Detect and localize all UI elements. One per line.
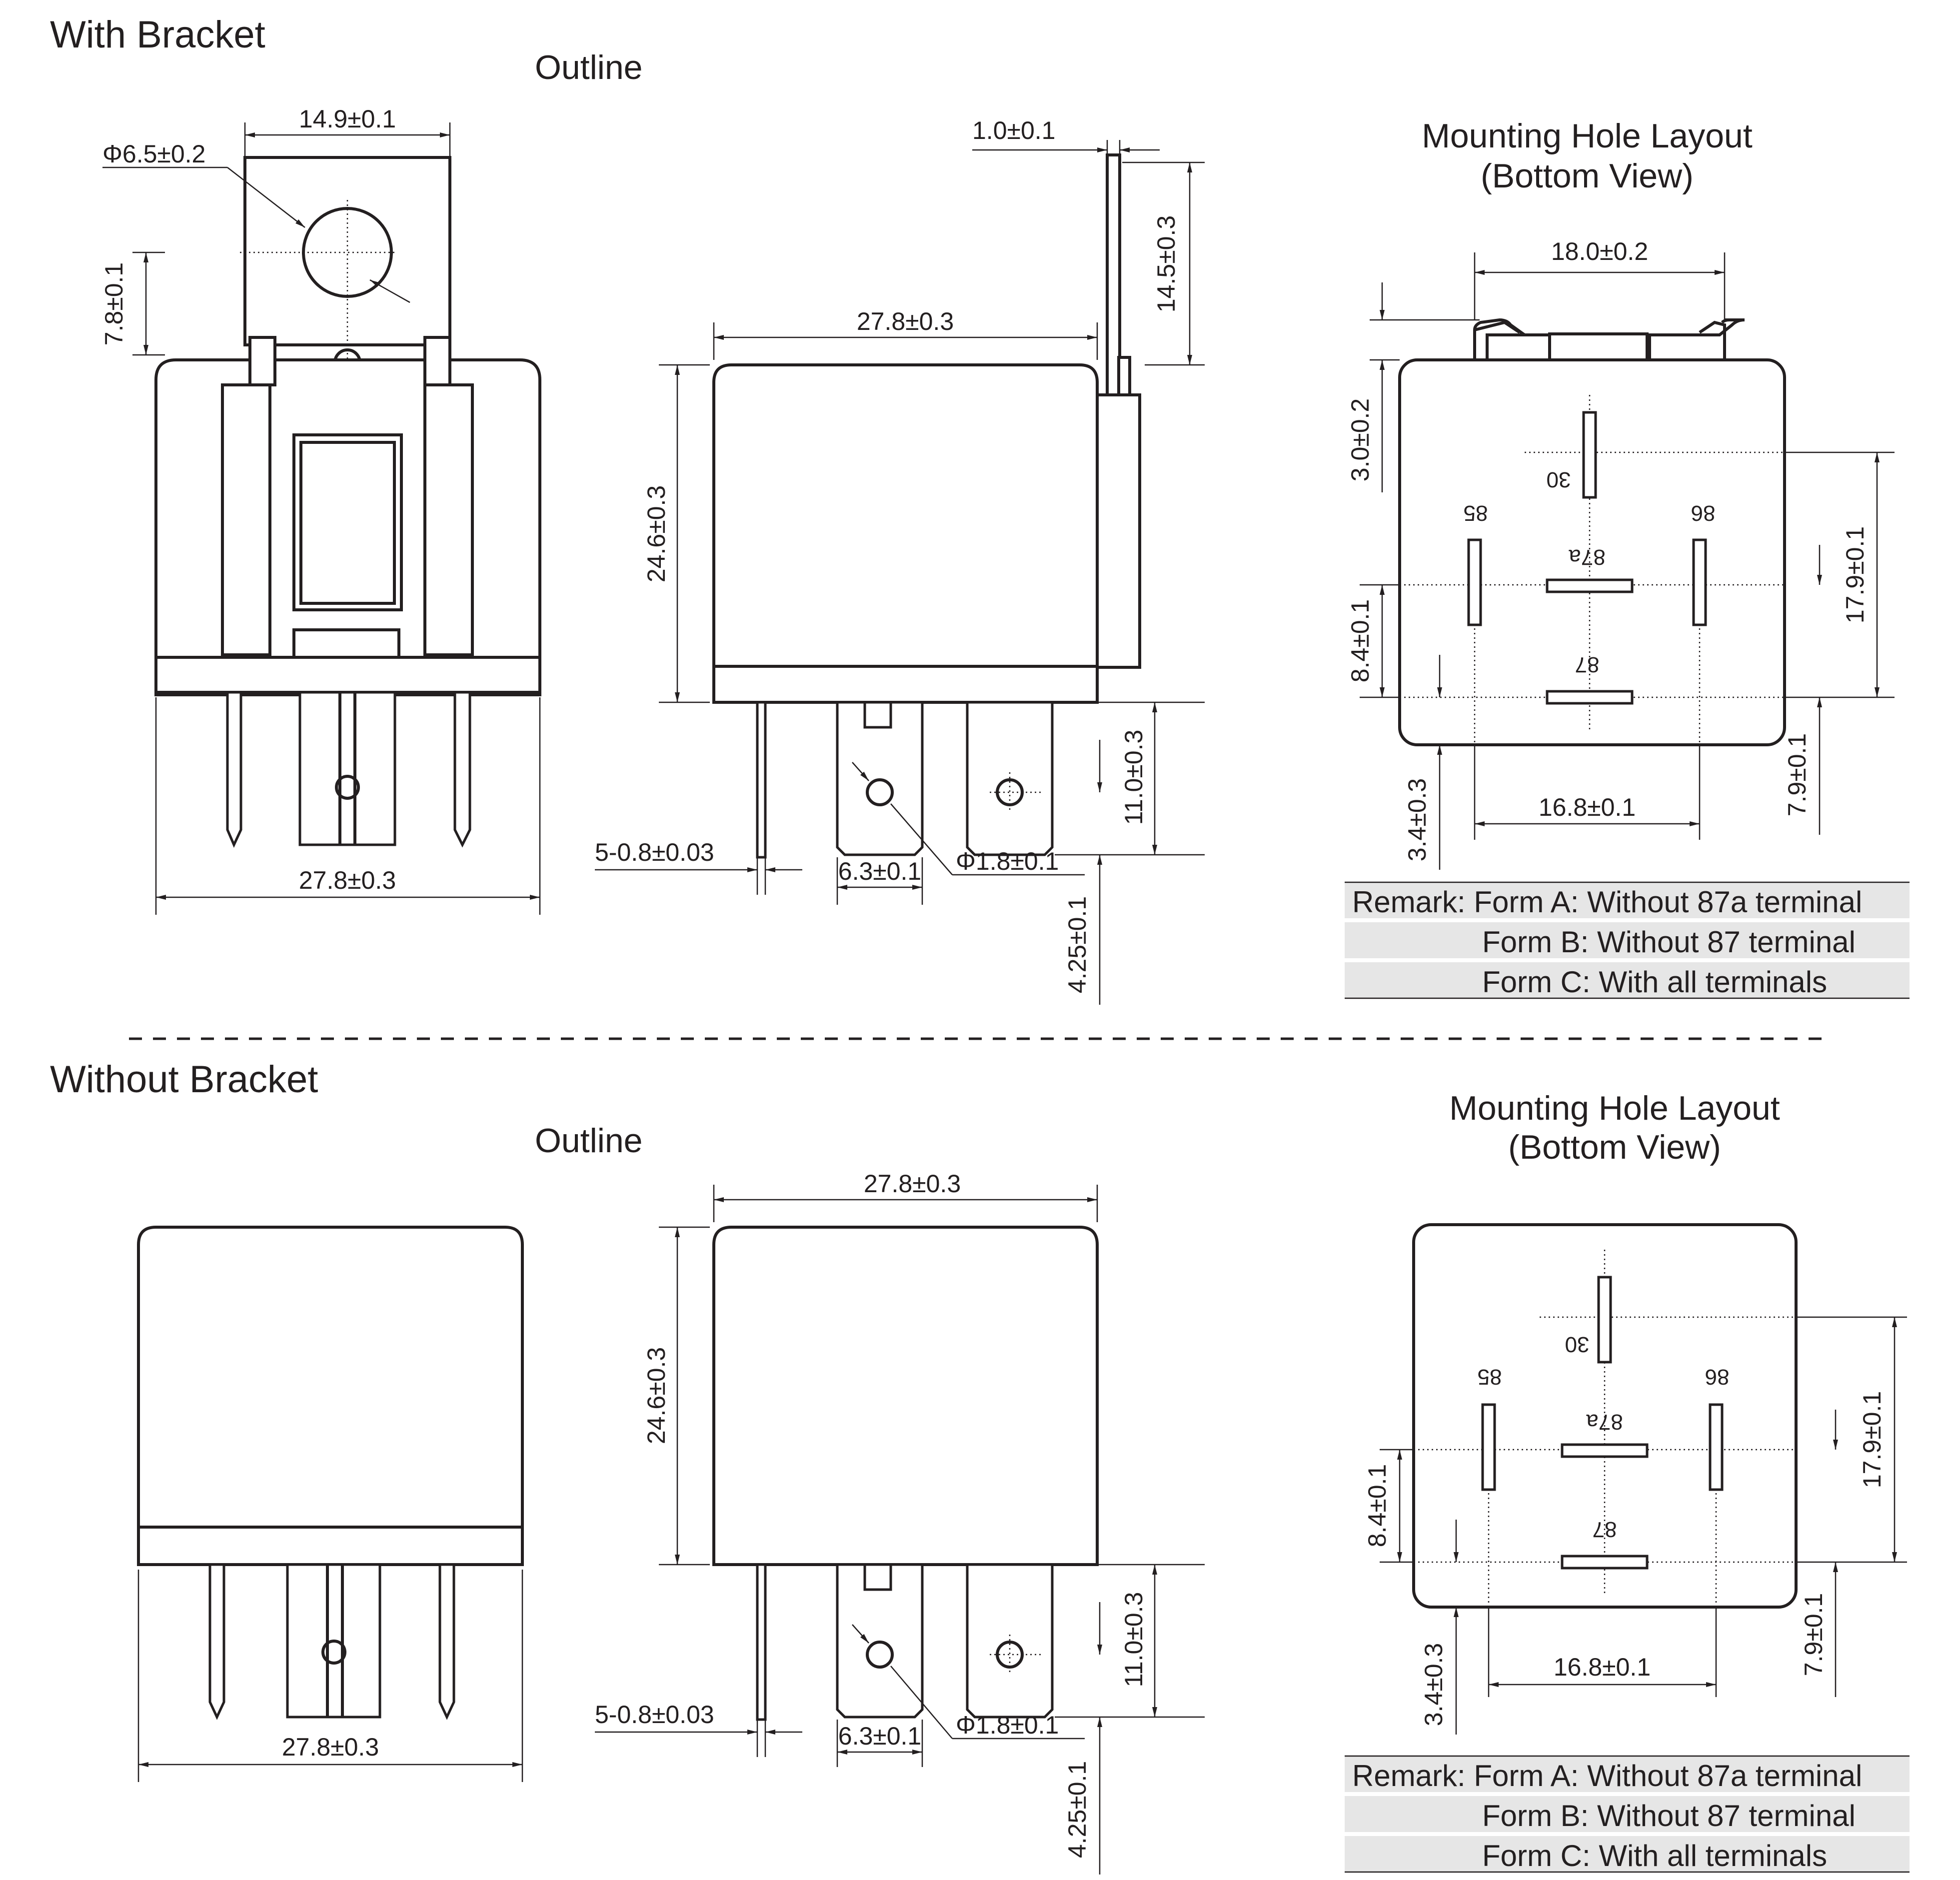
dim-hole-offset-top: 4.25±0.1 [1063, 896, 1091, 993]
section-title-without-bracket: Without Bracket [50, 1058, 318, 1101]
side-view-without-bracket [712, 1226, 1099, 1721]
mounting-layout-top-dimensions: 18.0±0.2 3.0±0.2 17.9±0.1 8.4±0.1 16.8±0… [1346, 237, 1895, 870]
pin-label-86-bottom: 86 [1705, 1365, 1730, 1389]
pin-label-30-top: 30 [1547, 467, 1571, 492]
front-view-with-bracket-dimensions: 14.9±0.1 Φ6.5±0.2 7.8±0.1 27.8±0.3 [100, 105, 541, 915]
outline-title-bottom: Outline [535, 1122, 642, 1160]
pin-label-85-bottom: 85 [1478, 1365, 1502, 1389]
pin-label-87a-bottom: 87a [1586, 1410, 1623, 1434]
remark-line-c-top: Form C: With all terminals [1482, 965, 1827, 999]
front-view-with-bracket [154, 156, 541, 848]
mounting-layout-bottom-dimensions: 17.9±0.1 8.4±0.1 16.8±0.1 3.4±0.3 7.9±0.… [1363, 1316, 1907, 1735]
dim-bracket-offset-top: 3.0±0.2 [1346, 398, 1374, 481]
dim-hole-diameter: Φ6.5±0.2 [102, 140, 205, 168]
dim-body-width-bottom: 27.8±0.3 [282, 1733, 379, 1761]
mounting-subtitle-top: (Bottom View) [1481, 157, 1694, 195]
pin-label-87a-top: 87a [1569, 545, 1606, 569]
dim-pitch-30-87-top: 17.9±0.1 [1841, 526, 1869, 623]
pin-label-85-top: 85 [1464, 501, 1488, 525]
remark-line-b-top: Form B: Without 87 terminal [1482, 925, 1856, 959]
dim-side-length-top: 27.8±0.3 [857, 307, 954, 335]
dim-side-height-bottom: 24.6±0.3 [642, 1347, 670, 1444]
mounting-title-top: Mounting Hole Layout [1422, 117, 1753, 155]
pin-label-30-bottom: 30 [1565, 1332, 1590, 1357]
pin-label-86-top: 86 [1691, 501, 1716, 525]
dim-pin-width-top: 6.3±0.1 [838, 857, 921, 885]
dim-pin-hole-bottom: Φ1.8±0.1 [956, 1711, 1059, 1739]
dim-edge-left-bottom: 3.4±0.3 [1420, 1643, 1448, 1726]
mounting-title-bottom: Mounting Hole Layout [1449, 1089, 1780, 1127]
dim-pin-thickness-bottom: 5-0.8±0.03 [595, 1701, 714, 1729]
mounting-layout-bottom: 30 85 86 87a 87 [1412, 1223, 1798, 1609]
side-view-without-bracket-dimensions: 27.8±0.3 24.6±0.3 11.0±0.3 4.25±0.1 5-0.… [595, 1170, 1205, 1875]
remark-line-a-bottom: Remark: Form A: Without 87a terminal [1352, 1759, 1862, 1793]
pin-label-87-top: 87 [1575, 652, 1600, 677]
dim-pitch-85-86-top: 16.8±0.1 [1539, 793, 1636, 821]
front-view-without-bracket [137, 1226, 524, 1720]
side-view-with-bracket [712, 153, 1141, 859]
dim-pin-width-bottom: 6.3±0.1 [838, 1722, 921, 1750]
section-title-with-bracket: With Bracket [50, 13, 265, 56]
dim-pin-length-bottom: 11.0±0.3 [1120, 1592, 1148, 1688]
remark-line-a-top: Remark: Form A: Without 87a terminal [1352, 885, 1862, 919]
dim-bracket-thickness: 1.0±0.1 [972, 116, 1055, 144]
remark-line-c-bottom: Form C: With all terminals [1482, 1839, 1827, 1873]
dim-edge-right-top: 7.9±0.1 [1783, 733, 1811, 816]
dim-pitch-85-86-bottom: 16.8±0.1 [1554, 1653, 1651, 1681]
dim-bracket-width: 14.9±0.1 [299, 105, 396, 133]
dim-bracket-height: 14.5±0.3 [1152, 215, 1180, 312]
dim-pin-hole-top: Φ1.8±0.1 [956, 847, 1059, 875]
side-view-with-bracket-dimensions: 27.8±0.3 24.6±0.3 1.0±0.1 14.5±0.3 11.0±… [595, 116, 1205, 1005]
dim-hole-offset-bottom: 4.25±0.1 [1063, 1761, 1091, 1858]
dim-hole-height: 7.8±0.1 [100, 262, 128, 345]
dim-pitch-87a-87-bottom: 8.4±0.1 [1363, 1464, 1391, 1547]
remark-line-b-bottom: Form B: Without 87 terminal [1482, 1799, 1856, 1833]
remark-box-top: Remark: Form A: Without 87a terminal For… [1345, 881, 1910, 999]
mounting-layout-top: 30 85 86 87a 87 [1398, 318, 1786, 746]
dim-edge-left-top: 3.4±0.3 [1403, 778, 1431, 861]
dim-pitch-87a-87-top: 8.4±0.1 [1346, 599, 1374, 682]
dim-pin-length-top: 11.0±0.3 [1120, 730, 1148, 825]
front-view-without-bracket-dimensions: 27.8±0.3 [137, 1570, 523, 1782]
dim-side-length-bottom: 27.8±0.3 [864, 1170, 961, 1198]
pin-label-87-bottom: 87 [1593, 1517, 1617, 1542]
dim-side-height-top: 24.6±0.3 [642, 485, 670, 582]
dim-body-width-front: 27.8±0.3 [299, 866, 396, 894]
dim-bracket-gap-top: 18.0±0.2 [1551, 237, 1648, 265]
outline-title-top: Outline [535, 48, 642, 86]
dim-pitch-30-87-bottom: 17.9±0.1 [1858, 1391, 1886, 1488]
dim-pin-thickness-top: 5-0.8±0.03 [595, 838, 714, 866]
remark-box-bottom: Remark: Form A: Without 87a terminal For… [1345, 1755, 1910, 1873]
mounting-subtitle-bottom: (Bottom View) [1508, 1128, 1721, 1166]
dim-edge-right-bottom: 7.9±0.1 [1800, 1593, 1828, 1676]
